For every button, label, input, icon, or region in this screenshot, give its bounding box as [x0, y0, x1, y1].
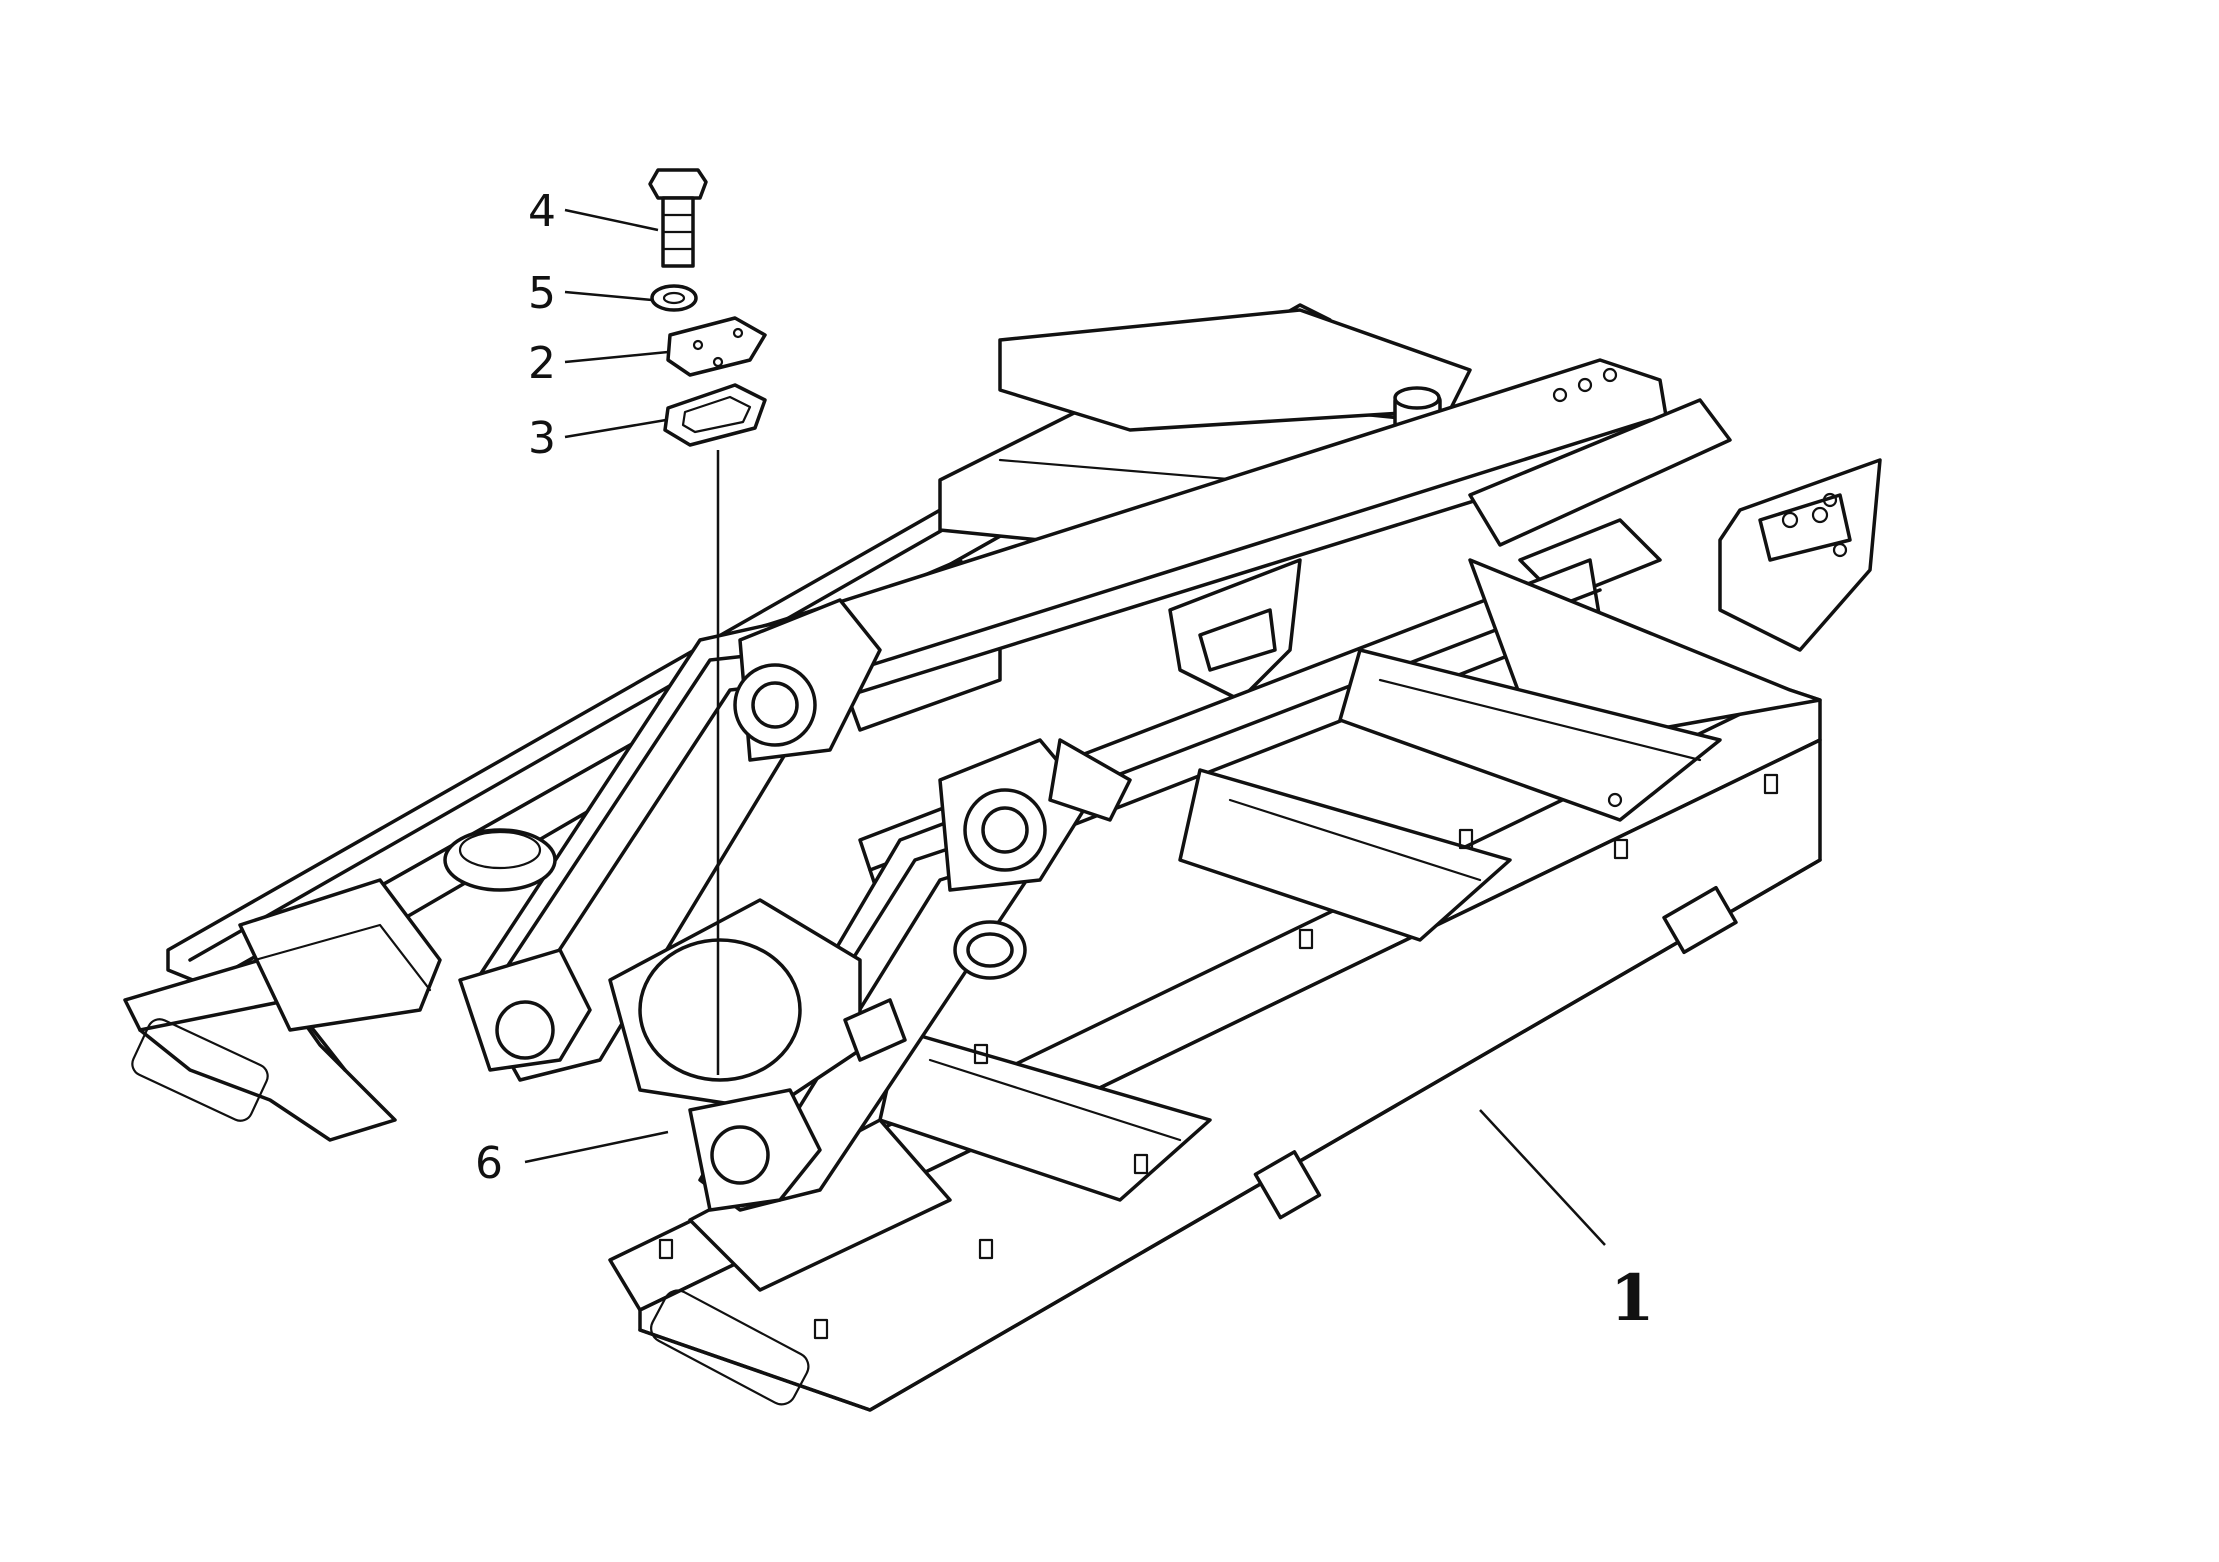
washer-part — [650, 284, 698, 312]
center-link-assembly — [458, 598, 1132, 1212]
leader-4 — [564, 208, 659, 232]
callout-6: 6 — [475, 1138, 503, 1189]
bolt-part — [648, 168, 708, 268]
right-side-rail — [608, 558, 1822, 1412]
leader-2 — [564, 350, 669, 364]
callout-3: 3 — [528, 413, 556, 464]
leader-1 — [1479, 1109, 1606, 1246]
leader-6 — [524, 1130, 669, 1164]
callout-2: 2 — [528, 338, 556, 389]
frame-details — [443, 367, 1848, 1340]
leader-5 — [564, 290, 653, 302]
shim-part — [663, 383, 767, 447]
cover-plate-part — [666, 316, 767, 377]
callout-5: 5 — [528, 268, 556, 319]
callout-1: 1 — [1610, 1261, 1655, 1336]
leader-3 — [564, 418, 667, 439]
callout-4: 4 — [528, 186, 556, 237]
